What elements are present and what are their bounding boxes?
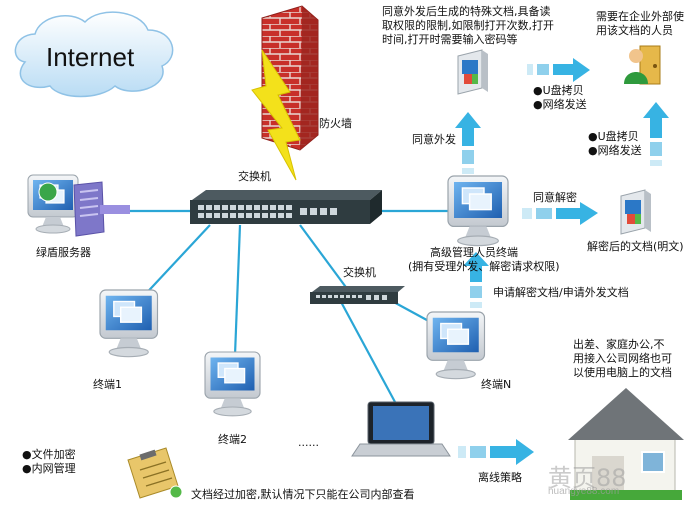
arrow-agree-send <box>455 112 481 174</box>
external-user-icon <box>624 45 661 85</box>
arrow-usb-top <box>527 58 590 82</box>
network-send-top-label: ●网络发送 <box>533 98 587 111</box>
terminal-2-monitor <box>204 351 261 417</box>
internet-cloud <box>14 11 174 98</box>
secondary-switch <box>310 286 405 304</box>
network-send-right-label: ●网络发送 <box>588 144 642 157</box>
arrow-agree-decrypt <box>522 202 598 225</box>
internet-label: Internet <box>46 42 135 72</box>
clipboard-icon <box>127 447 183 499</box>
agree-send-label: 同意外发 <box>412 133 456 146</box>
external-user-label: 需要在企业外部使用该文档的人员 <box>596 10 684 37</box>
usb-copy-top-label: ●U盘拷贝 <box>533 84 584 97</box>
ellipsis-label: ...... <box>298 436 319 449</box>
admin-terminal-label: 高级管理人员终端 <box>430 246 518 259</box>
arrow-offline <box>458 439 534 465</box>
admin-terminal-permissions: (拥有受理外发、解密请求权限) <box>408 260 560 273</box>
main-switch-label: 交换机 <box>238 170 271 183</box>
flow-arrows <box>455 58 669 465</box>
green-shield-server-label: 绿盾服务器 <box>36 246 91 259</box>
house-icon <box>568 388 684 500</box>
firewall-label: 防火墙 <box>319 117 352 130</box>
decrypted-document-icon <box>620 189 652 235</box>
special-document-icon <box>457 49 489 95</box>
arrow-usb-right <box>643 102 669 166</box>
terminal-1-label: 终端1 <box>93 378 122 391</box>
apply-decrypt-label: 申请解密文档/申请外发文档 <box>493 286 629 299</box>
remote-office-label: 出差、家庭办公,不用接入公司网络也可以使用电脑上的文档 <box>573 338 672 379</box>
terminal-n-monitor <box>426 311 486 380</box>
green-shield-server <box>27 174 130 237</box>
intranet-management-label: ●内网管理 <box>22 462 76 475</box>
terminal-n-label: 终端N <box>481 378 512 391</box>
usb-copy-right-label: ●U盘拷贝 <box>588 130 639 143</box>
main-switch <box>190 190 382 224</box>
special-document-description: 同意外发后生成的特殊文档,具备读取权限的限制,如限制打开次数,打开时间,打开时需… <box>382 5 554 46</box>
terminal-1-monitor <box>99 289 159 358</box>
admin-terminal-monitor <box>447 175 509 247</box>
watermark-cn: 黄页88 <box>548 464 627 492</box>
document-encrypted-note: 文档经过加密,默认情况下只能在公司内部查看 <box>191 488 415 501</box>
offline-policy-label: 离线策略 <box>478 471 522 484</box>
network-links <box>100 209 448 403</box>
secondary-switch-label: 交换机 <box>343 266 376 279</box>
terminal-2-label: 终端2 <box>218 433 247 446</box>
lightning-bolt-icon <box>251 49 301 181</box>
agree-decrypt-label: 同意解密 <box>533 191 577 204</box>
laptop <box>351 401 451 457</box>
decrypted-document-label: 解密后的文档(明文) <box>587 240 684 253</box>
watermark-en: huangye88.com <box>548 486 620 497</box>
file-encrypt-label: ●文件加密 <box>22 448 76 461</box>
arrow-apply-decrypt <box>463 252 489 308</box>
